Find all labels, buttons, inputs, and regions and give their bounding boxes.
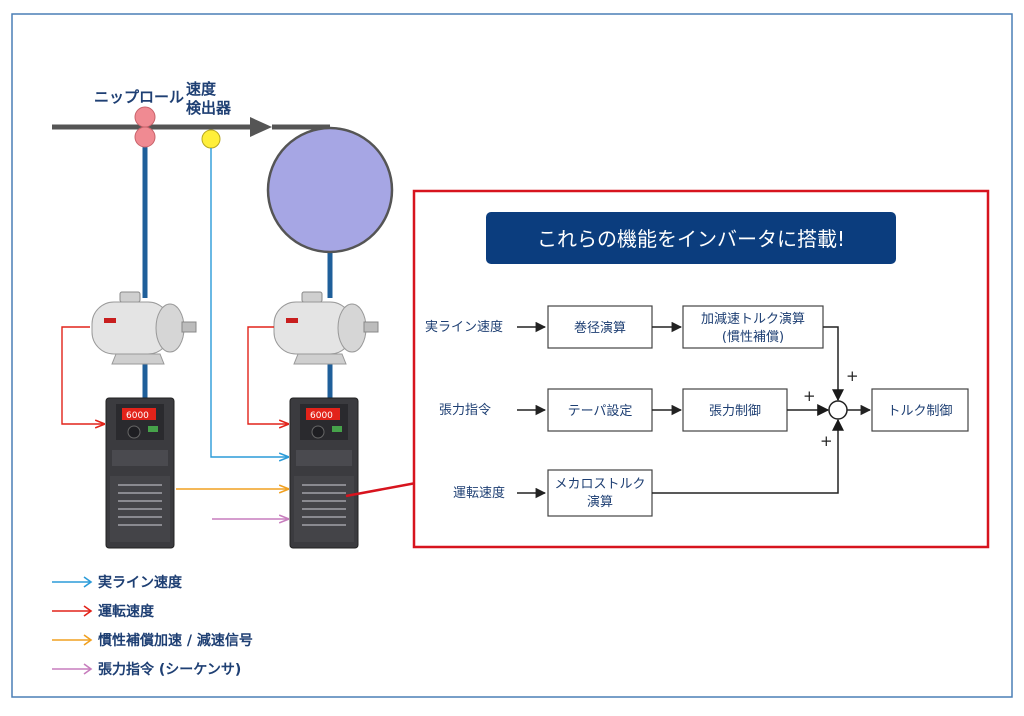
svg-text:6000: 6000 [126,411,149,421]
block-taper-setting [547,388,653,432]
summing-junction [828,400,848,420]
signal-line-red-2 [247,326,288,424]
input-actual-line-speed: 実ライン速度 [425,319,503,335]
block-mechanical-loss [547,469,653,517]
legend-item: 運転速度 [52,603,155,620]
callout-line [345,481,417,498]
legend-label: 張力指令 (シーケンサ) [98,661,241,678]
svg-text:メカロストルク: メカロストルク [554,477,645,492]
motor-icon [91,291,197,365]
plus-sign-top: + [846,367,859,385]
svg-text:(慣性補償): (慣性補償) [722,329,784,345]
block-winding-diameter [547,305,653,349]
input-operating-speed: 運転速度 [453,485,505,501]
winding-drum [266,126,394,254]
label-nip-roll: ニップロール [94,88,184,106]
legend-label: 実ライン速度 [98,574,183,591]
banner-text: これらの機能をインバータに搭載! [537,227,845,251]
web-line [52,117,330,137]
label-speed-detector-2: 検出器 [186,99,232,117]
banner [486,212,896,264]
plus-sign-left: + [803,387,816,405]
block-torque-control [871,388,969,432]
label-speed-detector-1: 速度 [186,80,217,98]
svg-text:6000: 6000 [310,411,333,421]
svg-text:演算: 演算 [587,494,613,510]
signal-line-red-1 [61,326,104,424]
svg-text:張力制御: 張力制御 [709,404,761,419]
speed-detector [201,129,221,149]
block-accel-torque [682,305,824,349]
motor-icon [273,291,379,365]
inverter-icon: 6000 [289,397,359,549]
svg-text:加減速トルク演算: 加減速トルク演算 [701,311,805,327]
legend-label: 慣性補償加速 / 減速信号 [97,632,253,649]
svg-text:トルク制御: トルク制御 [887,404,952,419]
legend-item: 慣性補償加速 / 減速信号 [52,632,253,649]
legend-label: 運転速度 [98,603,155,620]
legend-arrowhead [83,576,93,588]
svg-text:テーパ設定: テーパ設定 [568,403,633,419]
legend-arrowhead [83,634,93,646]
svg-text:巻径演算: 巻径演算 [574,320,626,336]
signal-line-blue [210,148,288,457]
legend-arrowhead [83,663,93,675]
inverter-icon: 6000 [105,397,175,549]
nip-roll-top [134,106,156,128]
input-tension-command: 張力指令 [439,403,491,418]
block-tension-control [682,388,788,432]
nip-roll-bottom [134,126,156,148]
legend-arrowhead [83,605,93,617]
plus-sign-bottom: + [820,432,833,450]
legend-item: 実ライン速度 [52,574,183,591]
legend-item: 張力指令 (シーケンサ) [52,661,241,678]
control-block-diagram: 実ライン速度 巻径演算 加減速トルク演算 (慣性補償) 張力指令 テーパ設定 張… [425,305,969,517]
